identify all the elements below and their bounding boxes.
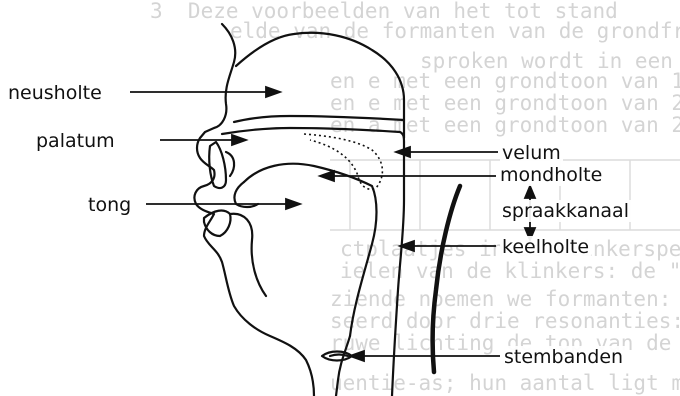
- label-spraakkanaal: spraakkanaal: [500, 200, 631, 222]
- vocal-folds-inner: [330, 355, 348, 357]
- arrowhead-mondholte: [320, 171, 334, 181]
- arrowhead-neusholte: [266, 87, 280, 97]
- pharyngeal-back-wall: [392, 142, 404, 396]
- face-profile-outline: [194, 24, 314, 396]
- nasal-cavity-roof: [236, 33, 404, 138]
- velum-soft-palate: [304, 134, 382, 189]
- tongue-surface: [244, 164, 377, 336]
- arrowhead-palatum: [232, 135, 246, 145]
- label-mondholte: mondholte: [498, 164, 604, 186]
- spraakkanaal-arrow-up: [525, 186, 535, 198]
- larynx-front: [336, 336, 350, 396]
- upper-gum: [226, 152, 234, 176]
- arrowhead-tong: [286, 199, 300, 209]
- label-tong: tong: [86, 194, 133, 216]
- palate-upper-line: [234, 116, 404, 122]
- lower-jaw: [230, 214, 266, 296]
- upper-teeth: [209, 142, 226, 188]
- label-neusholte: neusholte: [6, 82, 104, 104]
- label-palatum: palatum: [34, 130, 117, 152]
- arrowhead-stembanden: [350, 351, 364, 361]
- label-stembanden: stembanden: [502, 346, 625, 368]
- spine-curve: [433, 186, 460, 372]
- label-keelholte: keelholte: [500, 236, 591, 258]
- label-velum: velum: [500, 142, 563, 164]
- palate-lower-line: [222, 128, 404, 142]
